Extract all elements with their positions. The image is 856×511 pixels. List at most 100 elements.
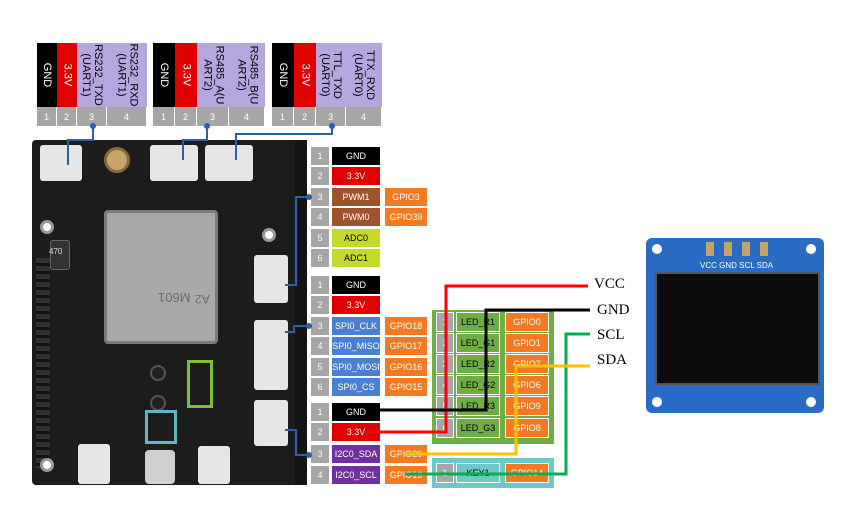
- pin-number: 2: [310, 295, 330, 315]
- wire-vcc: [370, 284, 588, 434]
- board-right-edge: [295, 140, 307, 485]
- link-dot: [306, 323, 312, 329]
- oled-mount-hole: [652, 397, 662, 407]
- group2-link: [285, 325, 309, 333]
- pin-number: 4: [310, 465, 330, 485]
- pin-name-spi0-clk: SPI0_CLK: [331, 316, 381, 336]
- pin-name-i2c0-sda: I2C0_SDA: [331, 444, 381, 464]
- pin-number: 1: [153, 107, 175, 126]
- led-name: LED_G2: [456, 375, 500, 395]
- connector-ttl: [205, 145, 253, 181]
- connector-uart1: [40, 145, 82, 181]
- label-gnd: GND: [597, 302, 630, 318]
- label-vcc: VCC: [594, 276, 625, 292]
- wire-scl: [405, 332, 590, 476]
- group1-link: [285, 196, 309, 286]
- header-label-a: RS485_A(U ART2): [197, 43, 229, 107]
- mount-hole: [262, 228, 276, 242]
- header-blue-links: [67, 126, 333, 456]
- led-gpio: GPIO1: [505, 333, 549, 353]
- pin-gpio-17: GPIO17: [384, 336, 428, 356]
- header-blue-dots: [90, 123, 335, 458]
- header-label-3v3: 3.3V: [175, 43, 197, 107]
- connector-bottom-2: [198, 446, 230, 484]
- pin-name-adc0: ADC0: [331, 228, 381, 248]
- link-dot: [306, 452, 312, 458]
- pin-gpio-39: GPIO39: [384, 207, 428, 227]
- connector-bottom-1: [78, 444, 110, 484]
- oled-pin-label: VCC GND SCL SDA: [700, 261, 774, 270]
- pin-gpio-18: GPIO18: [384, 316, 428, 336]
- header-label-rx: RS232_RXD (UART1): [107, 43, 147, 107]
- pin-number: 1: [37, 107, 57, 126]
- link-dot: [306, 194, 312, 200]
- header-label-rx: TTX_RXD (UART0): [346, 43, 382, 107]
- label-scl: SCL: [597, 327, 625, 343]
- pin-name-3v3: 3.3V: [331, 166, 381, 186]
- uart1-link: [67, 126, 94, 165]
- pin-number: 2: [175, 107, 197, 126]
- pin-number: 2: [310, 166, 330, 186]
- pin-number: 4: [310, 207, 330, 227]
- pin-number: 6: [310, 377, 330, 397]
- left-pin-strip: [36, 258, 50, 468]
- pin-number: 1: [310, 146, 330, 166]
- pin-number: 3: [77, 107, 107, 126]
- pin-name-spi0-miso: SPI0_MISO: [331, 336, 381, 356]
- pin-gpio-16: GPIO16: [384, 357, 428, 377]
- pin-number: 2: [310, 422, 330, 442]
- led-name: LED_R2: [456, 354, 500, 374]
- module-m601: [104, 210, 218, 344]
- pin-number: 5: [310, 228, 330, 248]
- header-pins: 1 2 3 4: [272, 107, 382, 126]
- group3-link: [285, 429, 309, 456]
- pin-number: 1: [272, 107, 294, 126]
- capacitor: [50, 240, 70, 270]
- pin-number: 1: [310, 275, 330, 295]
- header-label-3v3: 3.3V: [294, 43, 316, 107]
- pin-number: 4: [229, 107, 265, 126]
- mount-hole: [40, 458, 54, 472]
- header-label-gnd: GND: [37, 43, 57, 107]
- header-label-gnd: GND: [153, 43, 175, 107]
- oled-screen: [655, 272, 820, 385]
- pin-name-pwm1: PWM1: [331, 187, 381, 207]
- wire-gnd: [370, 308, 590, 412]
- connector-rs485: [150, 145, 198, 181]
- mount-hole: [40, 220, 54, 234]
- header-label-tx: TTL_TXD (UART0): [316, 43, 346, 107]
- link-dot: [329, 123, 335, 129]
- button-rst: [150, 365, 166, 381]
- link-dot: [204, 123, 210, 129]
- header-pins: 1 2 3 4: [153, 107, 265, 126]
- wire-sda: [405, 364, 590, 456]
- pin-number: 1: [310, 402, 330, 422]
- rs485-link: [182, 126, 208, 160]
- led-highlight-box: [187, 360, 213, 408]
- pin-gpio-15: GPIO15: [384, 377, 428, 397]
- oled-mount-hole: [652, 244, 662, 254]
- pin-number: 2: [57, 107, 77, 126]
- antenna-connector: [104, 147, 130, 173]
- pin-name-gnd: GND: [331, 275, 381, 295]
- pin-number: 3: [310, 444, 330, 464]
- key-highlight-box: [145, 410, 177, 444]
- pin-name-gnd: GND: [331, 402, 381, 422]
- header-label-b: RS485_B(U ART2): [229, 43, 265, 107]
- pin-name-spi0-cs: SPI0_CS: [331, 377, 381, 397]
- pin-name-gnd: GND: [331, 146, 381, 166]
- label-sda: SDA: [597, 352, 628, 368]
- header-label-tx: RS232_TXD (UART1): [77, 43, 107, 107]
- link-dot: [90, 123, 96, 129]
- oled-mount-hole: [806, 244, 816, 254]
- pin-name-adc1: ADC1: [331, 248, 381, 268]
- pin-number: 4: [346, 107, 382, 126]
- pin-name-spi0-mosi: SPI0_MOSI: [331, 357, 381, 377]
- ttl-link: [235, 126, 333, 160]
- pin-name-i2c0-scl: I2C0_SCL: [331, 465, 381, 485]
- header-label-gnd: GND: [272, 43, 294, 107]
- pin-number: 6: [310, 248, 330, 268]
- capacitor-label: 470: [49, 247, 63, 256]
- pin-number: 3: [197, 107, 229, 126]
